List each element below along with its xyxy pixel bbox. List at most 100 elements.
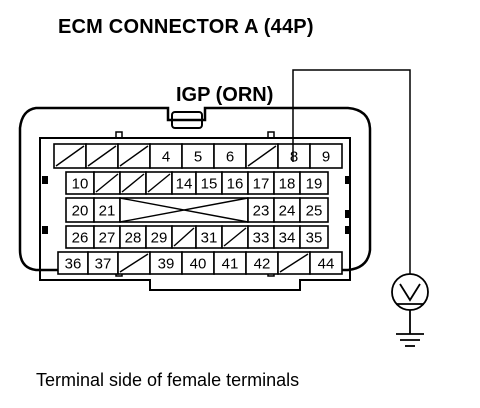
side-tabs <box>42 176 351 234</box>
terminal-number: 14 <box>176 176 193 193</box>
terminal-number: 18 <box>279 176 296 193</box>
blank-slash <box>223 227 247 247</box>
terminal-number: 6 <box>226 149 234 166</box>
terminal-cavity: 10 <box>65 171 95 195</box>
terminal-number: 40 <box>190 256 207 273</box>
blank-slash <box>87 145 117 167</box>
cavity-outline <box>181 143 215 169</box>
terminal-cavity: 9 <box>309 143 343 169</box>
terminal-number: 26 <box>72 230 89 247</box>
terminal-number: 28 <box>125 230 142 247</box>
blank-slash <box>119 253 149 273</box>
terminal-cavity: 5 <box>181 143 215 169</box>
blank-slash <box>121 173 145 193</box>
blank-slash <box>247 145 277 167</box>
terminal-cavity: 17 <box>247 171 275 195</box>
terminal-cavity: 6 <box>213 143 247 169</box>
terminal-cavity: 40 <box>181 251 215 275</box>
cavity-outline <box>65 197 95 223</box>
terminal-number: 33 <box>253 230 270 247</box>
cavity-outline <box>309 251 343 275</box>
terminal-cavity: 18 <box>273 171 301 195</box>
terminal-number: 10 <box>72 176 89 193</box>
connector-shell <box>18 106 372 272</box>
terminal-cavity: 23 <box>247 197 275 223</box>
terminal-cavity: 41 <box>213 251 247 275</box>
terminal-cavity <box>93 171 121 195</box>
terminal-cavity: 25 <box>299 197 329 223</box>
terminal-cavity <box>117 251 151 275</box>
terminal-cavity <box>85 143 119 169</box>
cavity-outline <box>277 143 311 169</box>
terminal-number: 23 <box>253 203 270 220</box>
terminal-number: 34 <box>279 230 296 247</box>
terminal-cavity <box>53 143 87 169</box>
terminal-cavity: 36 <box>57 251 89 275</box>
terminal-number: 21 <box>99 203 116 220</box>
terminal-number: 37 <box>95 256 112 273</box>
probe-wire <box>292 69 411 274</box>
connector-latch <box>171 111 203 129</box>
diagram-caption: Terminal side of female terminals <box>36 370 300 390</box>
blank-cross-b <box>119 197 249 223</box>
terminal-cavity: 27 <box>93 225 121 249</box>
terminal-number: 35 <box>306 230 323 247</box>
terminal-cavity: 28 <box>119 225 147 249</box>
blank-slash <box>55 145 85 167</box>
terminal-number: 19 <box>306 176 323 193</box>
terminal-cavity: 29 <box>145 225 173 249</box>
terminal-cavity: 14 <box>171 171 197 195</box>
terminal-number: 42 <box>254 256 271 273</box>
terminal-cavity <box>145 171 173 195</box>
terminal-cavity <box>119 171 147 195</box>
terminal-cavity <box>171 225 197 249</box>
terminal-cavity: 34 <box>273 225 301 249</box>
terminal-number: 20 <box>72 203 89 220</box>
terminal-number: 8 <box>290 149 298 166</box>
terminal-cavity: 26 <box>65 225 95 249</box>
terminal-number: 39 <box>158 256 175 273</box>
terminal-cavity: 20 <box>65 197 95 223</box>
ground-icon <box>396 310 424 347</box>
terminal-number: 4 <box>162 149 170 166</box>
terminal-number: 24 <box>279 203 296 220</box>
cavity-outline <box>213 143 247 169</box>
terminal-cavity: 39 <box>149 251 183 275</box>
terminal-cavity: 42 <box>245 251 279 275</box>
terminal-cavity <box>119 197 249 223</box>
terminal-cavity: 44 <box>309 251 343 275</box>
terminal-cavity: 8 <box>277 143 311 169</box>
terminal-cavity: 19 <box>299 171 329 195</box>
terminal-number: 36 <box>65 256 82 273</box>
terminal-number: 29 <box>151 230 168 247</box>
terminal-cavity <box>277 251 311 275</box>
terminal-cavity: 24 <box>273 197 301 223</box>
cavity-outline <box>299 225 329 249</box>
blank-slash <box>95 173 119 193</box>
terminal-number: 9 <box>322 149 330 166</box>
cavity-outline <box>93 197 121 223</box>
terminal-cavity <box>245 143 279 169</box>
terminal-cavity: 21 <box>93 197 121 223</box>
blank-slash <box>119 145 149 167</box>
terminal-cavity: 37 <box>87 251 119 275</box>
connector-body <box>39 137 351 291</box>
terminal-number: 41 <box>222 256 239 273</box>
terminal-cavity: 35 <box>299 225 329 249</box>
terminal-cavity: 4 <box>149 143 183 169</box>
voltmeter-icon <box>391 273 429 311</box>
diagram-title: ECM CONNECTOR A (44P) <box>58 16 314 38</box>
cavity-outline <box>149 143 183 169</box>
blank-slash <box>147 173 171 193</box>
cavity-outline <box>299 197 329 223</box>
terminal-number: 16 <box>227 176 244 193</box>
terminal-number: 44 <box>318 256 335 273</box>
terminal-cavity <box>221 225 249 249</box>
terminal-cavity: 31 <box>195 225 223 249</box>
terminal-cavity: 15 <box>195 171 223 195</box>
terminal-number: 31 <box>201 230 218 247</box>
terminal-cavity <box>117 143 151 169</box>
cavity-outline <box>309 143 343 169</box>
